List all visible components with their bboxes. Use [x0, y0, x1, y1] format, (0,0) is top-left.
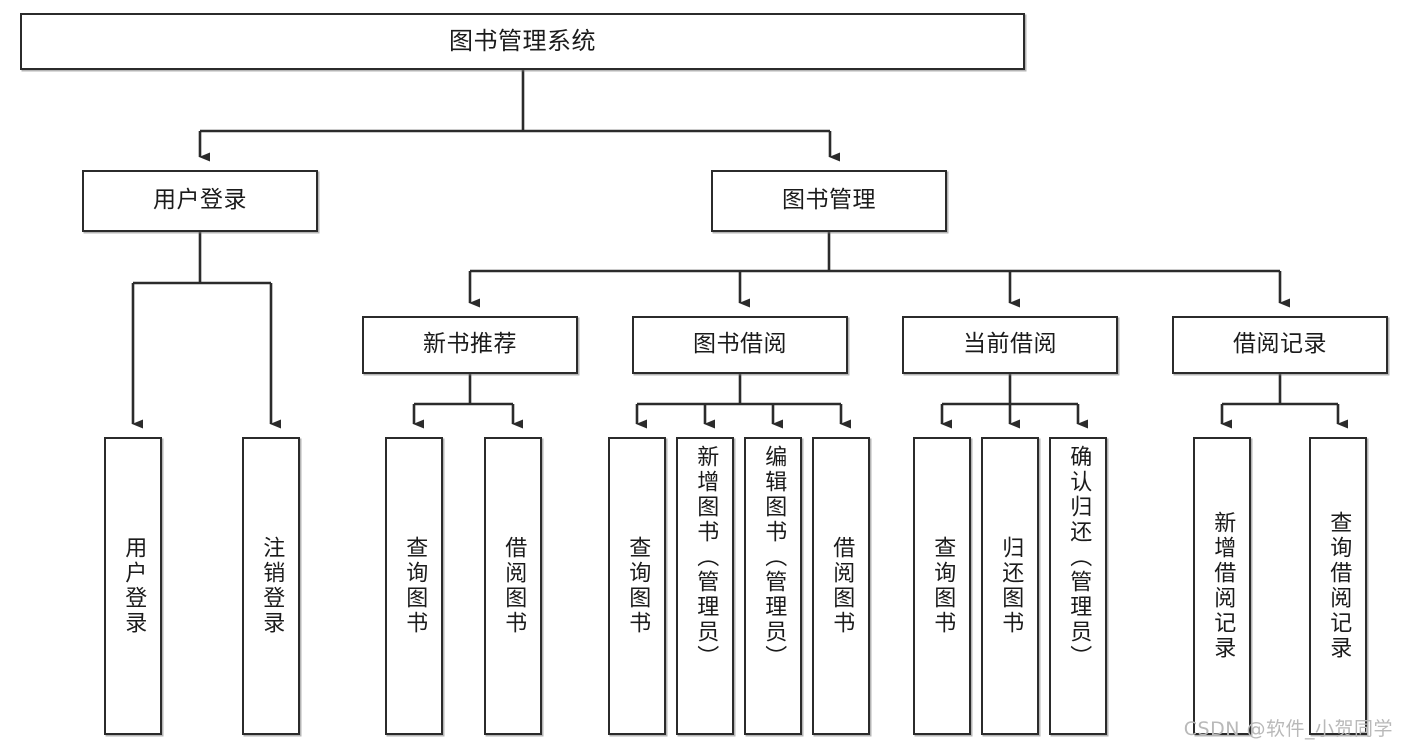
leaf-borrow-record-add-record[interactable]: 新增借阅记录 — [1193, 437, 1251, 735]
node-label: 用户登录 — [153, 187, 247, 214]
node-label: 借阅图书 — [501, 536, 527, 636]
node-book-management[interactable]: 图书管理 — [711, 170, 947, 232]
node-label: 查询图书 — [930, 536, 956, 636]
node-user-login[interactable]: 用户登录 — [82, 170, 318, 232]
node-label: 注销登录 — [259, 536, 285, 636]
leaf-new-book-borrow-book[interactable]: 借阅图书 — [484, 437, 542, 735]
node-label: 图书管理系统 — [449, 27, 596, 56]
node-label: 新增借阅记录 — [1210, 511, 1236, 661]
node-label: 当前借阅 — [963, 331, 1057, 358]
node-label: 查询图书 — [402, 536, 428, 636]
node-label: 用户登录 — [121, 536, 147, 636]
watermark: CSDN @软件_小贺同学 — [1183, 718, 1393, 740]
leaf-user-login-logout[interactable]: 注销登录 — [242, 437, 300, 735]
node-new-book-recommend[interactable]: 新书推荐 — [362, 316, 578, 374]
leaf-user-login-login[interactable]: 用户登录 — [104, 437, 162, 735]
leaf-book-borrow-query-book[interactable]: 查询图书 — [608, 437, 666, 735]
node-label: 新书推荐 — [423, 331, 517, 358]
node-label: 查询借阅记录 — [1326, 511, 1352, 661]
node-label: 借阅记录 — [1233, 331, 1327, 358]
node-label: 图书借阅 — [693, 331, 787, 358]
node-label: 图书管理 — [782, 187, 876, 214]
node-label: 确认归还（管理员） — [1066, 445, 1092, 670]
node-label: 新增图书（管理员） — [693, 445, 719, 670]
leaf-book-borrow-add-book-admin[interactable]: 新增图书（管理员） — [676, 437, 734, 735]
node-label: 编辑图书（管理员） — [761, 445, 787, 670]
leaf-borrow-record-query-record[interactable]: 查询借阅记录 — [1309, 437, 1367, 735]
leaf-current-borrow-return-book[interactable]: 归还图书 — [981, 437, 1039, 735]
node-root-book-management-system[interactable]: 图书管理系统 — [20, 13, 1025, 70]
node-label: 借阅图书 — [829, 536, 855, 636]
leaf-new-book-query-book[interactable]: 查询图书 — [385, 437, 443, 735]
leaf-current-borrow-query-book[interactable]: 查询图书 — [913, 437, 971, 735]
leaf-book-borrow-borrow-book[interactable]: 借阅图书 — [812, 437, 870, 735]
leaf-book-borrow-edit-book-admin[interactable]: 编辑图书（管理员） — [744, 437, 802, 735]
leaf-current-borrow-confirm-return-admin[interactable]: 确认归还（管理员） — [1049, 437, 1107, 735]
node-borrow-record[interactable]: 借阅记录 — [1172, 316, 1388, 374]
node-label: 归还图书 — [998, 536, 1024, 636]
node-current-borrow[interactable]: 当前借阅 — [902, 316, 1118, 374]
node-label: 查询图书 — [625, 536, 651, 636]
node-book-borrow[interactable]: 图书借阅 — [632, 316, 848, 374]
